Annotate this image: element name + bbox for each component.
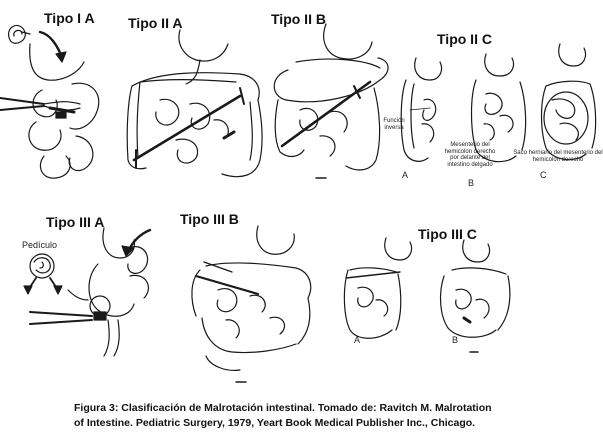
- label-saco-herniario: Saco herniario del mesenterio del hemico…: [513, 150, 603, 163]
- tipo-3c-letter-a: A: [354, 335, 361, 345]
- panel-title-tipo-2c: Tipo II C: [437, 31, 492, 47]
- label-funcion-inversa: Función inversa: [383, 118, 405, 131]
- panel-title-tipo-1a: Tipo I A: [44, 10, 95, 26]
- tipo-3c-letter-b: B: [452, 335, 459, 345]
- panel-title-tipo-3b: Tipo III B: [180, 211, 239, 227]
- tipo-3a-drawing: [23, 227, 152, 357]
- tipo-3c-drawing: [343, 237, 511, 353]
- tipo-2c-letter-a: A: [402, 170, 409, 180]
- tipo-2c-letter-c: C: [540, 170, 547, 180]
- tipo-3b-drawing: [191, 225, 312, 383]
- figure-caption: Figura 3: Clasificación de Malrotación i…: [74, 401, 574, 431]
- panel-title-tipo-3a: Tipo III A: [46, 214, 105, 230]
- tipo-1a-drawing: [0, 25, 100, 179]
- caption-line-1: Figura 3: Clasificación de Malrotación i…: [74, 402, 492, 414]
- label-pediculo: Pedículo: [22, 240, 58, 250]
- tipo-2a-drawing: [126, 29, 263, 178]
- panel-title-tipo-2b: Tipo II B: [271, 11, 326, 27]
- tipo-2c-letter-b: B: [468, 178, 475, 188]
- tipo-2c-drawing: [400, 43, 597, 163]
- label-mesenterio: Mesenterio del hemicolon derecho por del…: [444, 142, 496, 168]
- panel-title-tipo-3c: Tipo III C: [418, 226, 477, 242]
- tipo-2b-drawing: [273, 23, 389, 179]
- caption-line-2: of Intestine. Pediatric Surgery, 1979, Y…: [74, 417, 476, 429]
- panel-title-tipo-2a: Tipo II A: [128, 15, 183, 31]
